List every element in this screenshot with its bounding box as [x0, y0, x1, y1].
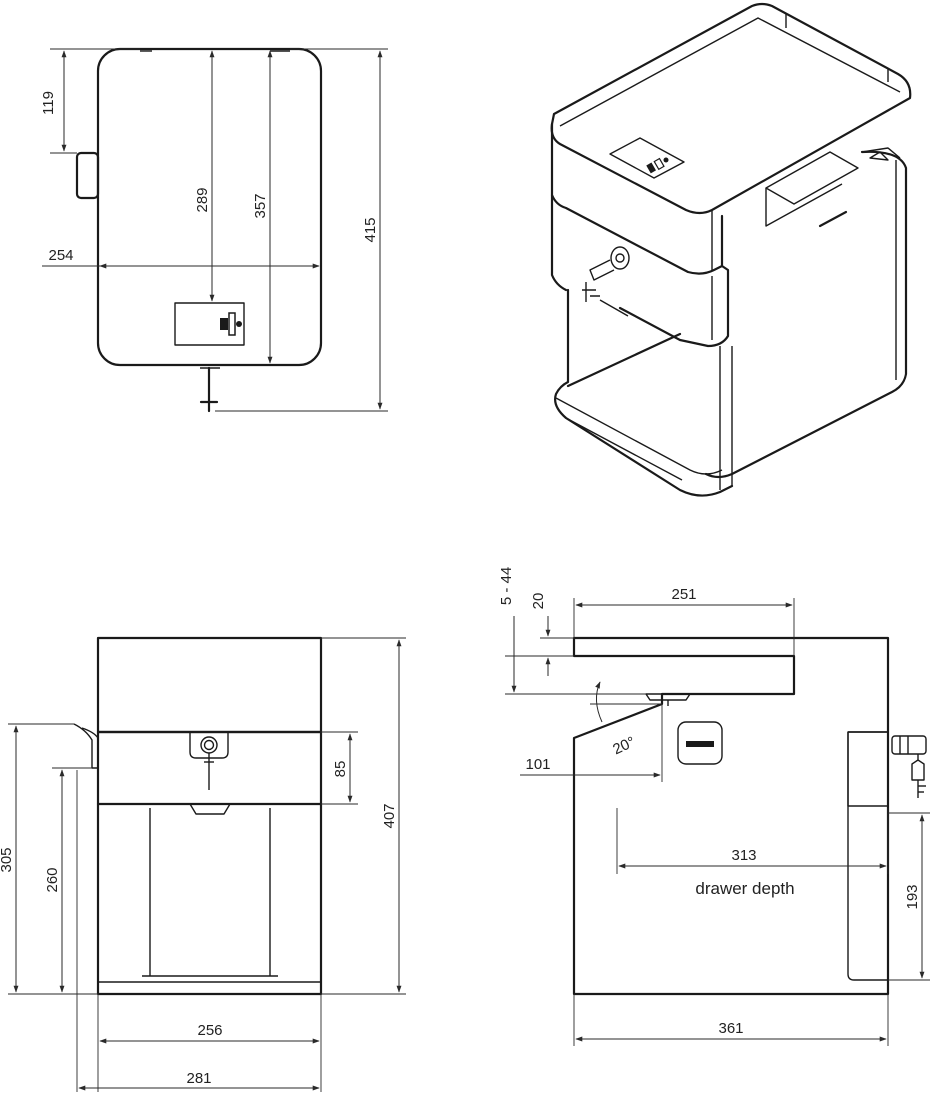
dim-289-label: 289 [194, 187, 211, 212]
iso-key-icon [582, 259, 629, 317]
brand-logo-icon [220, 312, 242, 336]
top-view: 119 289 357 415 254 [40, 47, 388, 413]
iso-lid [550, 2, 912, 215]
dim-101-label: 101 [525, 756, 550, 773]
iso-lock-icon [610, 246, 630, 270]
side-lock-icon [891, 735, 927, 755]
dim-256-label: 256 [197, 1022, 222, 1039]
dim-281-label: 281 [186, 1070, 211, 1087]
dim-407-label: 407 [381, 803, 398, 828]
side-view: 20° 5 - 44 20 251 101 313 drawer depth 1… [498, 567, 930, 1046]
isometric-view [550, 2, 912, 497]
dim-415-label: 415 [362, 217, 379, 242]
side-key-icon [911, 754, 926, 798]
front-upper-box [96, 636, 323, 734]
iso-brand-logo-icon [646, 157, 669, 174]
brand-plate-icon [174, 302, 245, 346]
dim-313-label: 313 [731, 847, 756, 864]
dim-361-label: 361 [718, 1020, 743, 1037]
side-handle [75, 151, 100, 200]
dim-193-label: 193 [904, 884, 921, 909]
drawer-pull-front [140, 803, 280, 815]
dim-20-label: 20 [530, 593, 547, 610]
dim-5-44-label: 5 - 44 [498, 567, 515, 605]
key-icon [199, 366, 220, 413]
lock-icon [200, 736, 218, 754]
side-body [572, 636, 890, 996]
dim-119-label: 119 [40, 91, 57, 115]
drawer-depth-label: drawer depth [695, 879, 794, 898]
dim-305-label: 305 [0, 847, 15, 872]
iso-brand-plate [609, 137, 685, 179]
key-icon-front [204, 753, 214, 790]
dim-357-label: 357 [252, 193, 269, 218]
dim-254-label: 254 [48, 247, 73, 264]
dim-85-label: 85 [332, 761, 349, 778]
front-view: 85 407 305 260 256 281 [0, 636, 406, 1092]
angle-20-label: 20° [610, 733, 638, 758]
dim-260-label: 260 [44, 867, 61, 892]
side-brand-plate [677, 721, 723, 765]
dim-251-label: 251 [671, 586, 696, 603]
top-view-body [96, 47, 323, 367]
